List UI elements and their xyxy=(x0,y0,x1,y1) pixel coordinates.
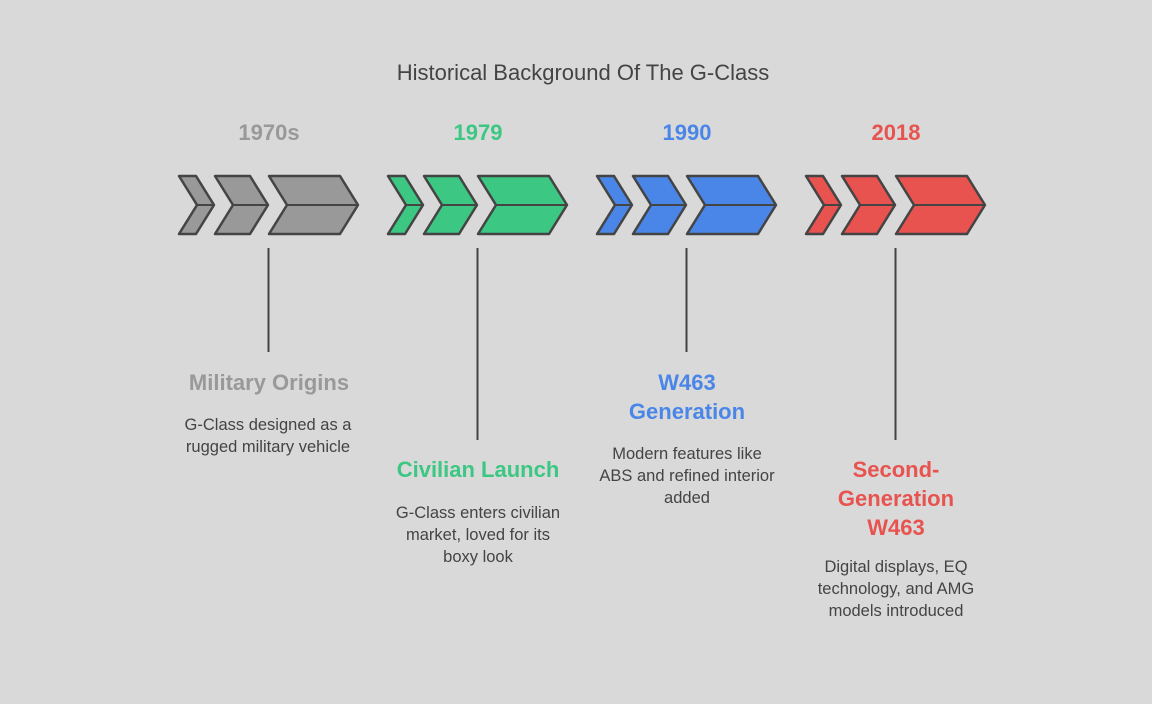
year-label-0: 1970s xyxy=(238,120,300,145)
stage-heading-3: Second-Generation W463 xyxy=(837,457,955,540)
stage-heading-0: Military Origins xyxy=(188,370,350,395)
stage-description-0: G-Class designed as a rugged military ve… xyxy=(184,416,352,456)
stage-description-2: Modern features like ABS and refined int… xyxy=(599,445,775,507)
year-label-1: 1979 xyxy=(453,120,503,145)
stage-heading-2: W463 Generation xyxy=(628,370,746,424)
diagram-title: Historical Background Of The G-Class xyxy=(396,60,770,85)
stage-description-1: G-Class enters civilian market, loved fo… xyxy=(395,504,561,566)
year-label-3: 2018 xyxy=(871,120,921,145)
year-label-2: 1990 xyxy=(662,120,712,145)
stage-description-3: Digital displays, EQ technology, and AMG… xyxy=(817,558,975,620)
stage-heading-1: Civilian Launch xyxy=(396,457,560,482)
